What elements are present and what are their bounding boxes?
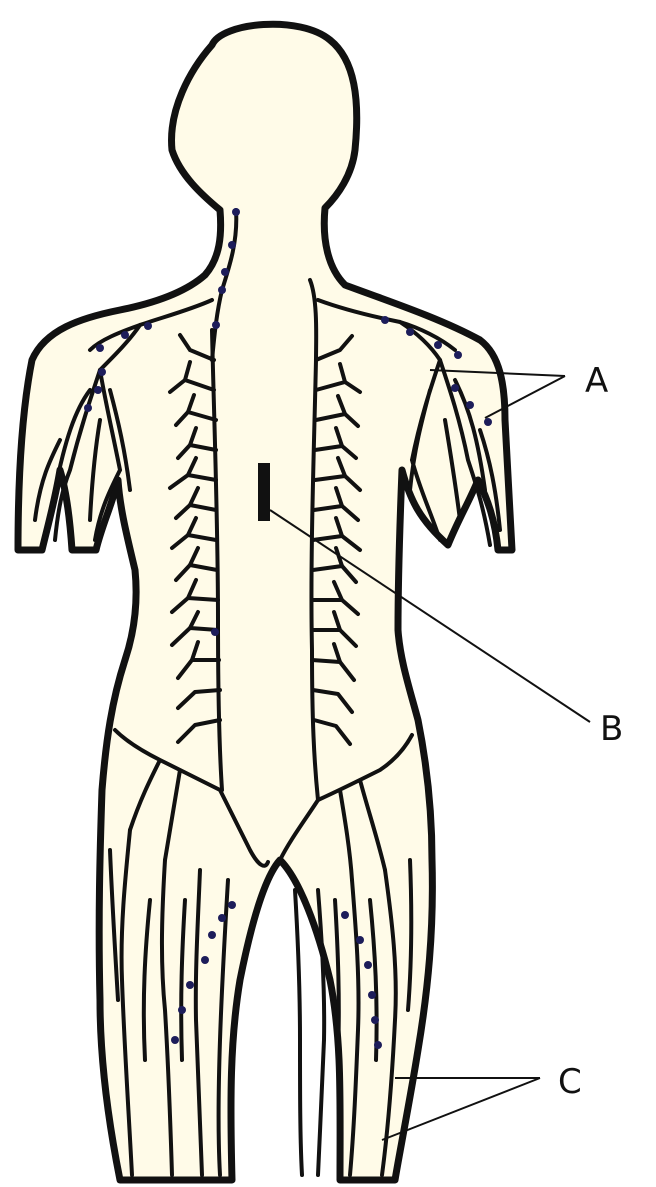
- marker-bar: [258, 463, 270, 521]
- label-c: C: [558, 1062, 582, 1102]
- label-a: A: [585, 361, 608, 401]
- body-outline: [18, 24, 512, 1180]
- label-b: B: [600, 709, 623, 749]
